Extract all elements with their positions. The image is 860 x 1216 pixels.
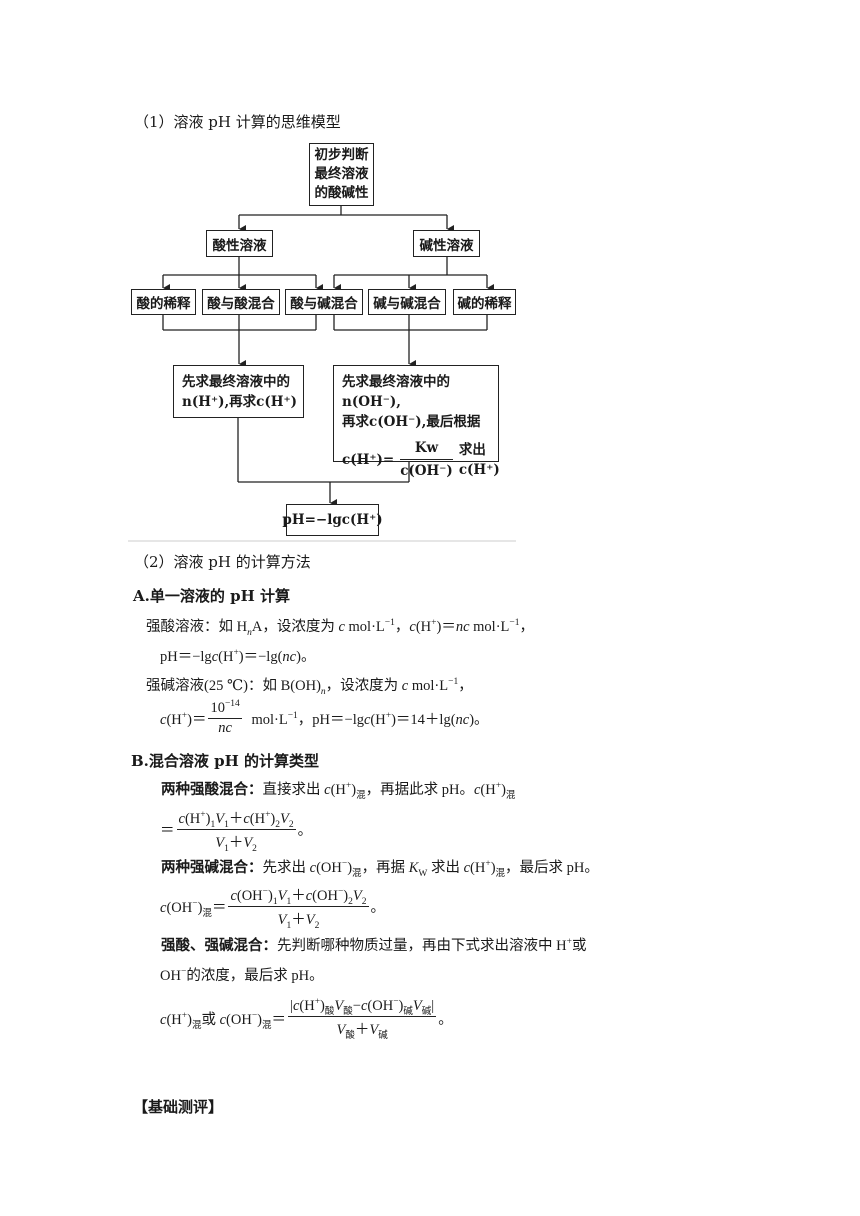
acid-base-mix-box: 酸与碱混合 xyxy=(285,289,363,315)
root-line-3: 的酸碱性 xyxy=(314,185,369,201)
footer-heading: 【基础测评】 xyxy=(133,1098,224,1116)
kw-numerator: Kw xyxy=(400,438,453,460)
final-ph-box: pH=−lgc(H⁺) xyxy=(282,504,383,536)
root-line-2: 最终溶液 xyxy=(314,166,369,182)
left-result-line-2: n(H⁺),再求c(H⁺) xyxy=(182,393,298,410)
two-bases-label: 两种强碱混合： xyxy=(161,860,263,876)
part-a-title: A.单一溶液的 pH 计算 xyxy=(133,587,290,605)
part-b-title: B.混合溶液 pH 的计算类型 xyxy=(131,752,320,770)
two-acids-line: 两种强酸混合：直接求出 c(H+)混，再据此求 pH。c(H+)混 xyxy=(161,781,516,801)
acid-base-line: 强酸、强碱混合：先判断哪种物质过量，再由下式求出溶液中 H+或 xyxy=(161,937,587,954)
strong-acid-ph-line: pH＝−lgc(H+)＝−lg(nc)。 xyxy=(160,648,316,665)
right-result-formula: c(H⁺)= Kw c(OH⁻) 求出c(H⁺) xyxy=(342,438,500,481)
flowchart-connectors xyxy=(128,206,516,542)
left-result-box: 先求最终溶液中的 n(H⁺),再求c(H⁺) xyxy=(173,365,304,418)
acid-base-label: 强酸、强碱混合： xyxy=(161,938,277,954)
section2-title: （2）溶液 pH 的计算方法 xyxy=(134,553,311,571)
acid-acid-mix-box: 酸与酸混合 xyxy=(202,289,280,315)
acid-base-line-2: OH−的浓度，最后求 pH。 xyxy=(160,967,324,984)
kw-denominator: c(OH⁻) xyxy=(400,463,453,479)
base-solution-box: 碱性溶液 xyxy=(413,230,480,257)
two-acids-label: 两种强酸混合： xyxy=(161,782,263,798)
right-result-line-2: 再求c(OH⁻),最后根据 xyxy=(342,414,481,430)
kw-fraction: Kw c(OH⁻) xyxy=(400,438,453,481)
left-result-line-1: 先求最终溶液中的 xyxy=(182,373,290,390)
formula-rhs: 求出c(H⁺) xyxy=(458,441,500,478)
acid-solution-box: 酸性溶液 xyxy=(206,230,273,257)
two-bases-line: 两种强碱混合：先求出 c(OH−)混，再据 KW 求出 c(H+)混，最后求 p… xyxy=(161,859,599,879)
base-base-mix-box: 碱与碱混合 xyxy=(368,289,446,315)
formula-lhs: c(H⁺)= xyxy=(342,451,395,468)
base-dilution-box: 碱的稀释 xyxy=(453,289,516,315)
section1-title: （1）溶液 pH 计算的思维模型 xyxy=(134,113,341,131)
root-box: 初步判断 最终溶液 的酸碱性 xyxy=(309,143,374,206)
right-result-line-1: 先求最终溶液中的n(OH⁻), xyxy=(342,374,450,410)
strong-base-line: 强碱溶液(25 ℃)：如 B(OH)n，设浓度为 c mol·L−1， xyxy=(146,677,473,697)
root-line-1: 初步判断 xyxy=(314,147,369,163)
acid-base-formula: c(H+)混或 c(OH−)混＝ |c(H+)酸V酸−c(OH−)碱V碱|V酸＋… xyxy=(160,997,453,1041)
acid-dilution-box: 酸的稀释 xyxy=(131,289,196,315)
right-result-box: 先求最终溶液中的n(OH⁻), 再求c(OH⁻),最后根据 c(H⁺)= Kw … xyxy=(333,365,500,479)
strong-acid-line: 强酸溶液：如 HnA，设浓度为 c mol·L−1，c(H+)＝nc mol·L… xyxy=(146,618,535,638)
